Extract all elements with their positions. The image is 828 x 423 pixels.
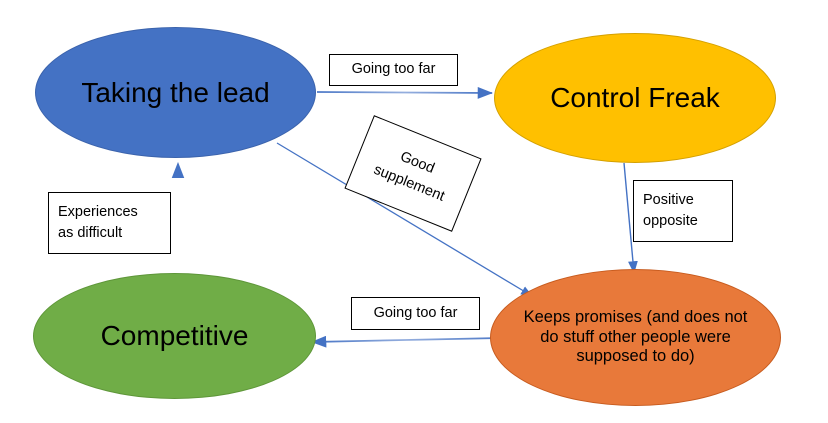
- node-control-freak[interactable]: Control Freak: [494, 33, 776, 163]
- node-taking-the-lead-label: Taking the lead: [81, 76, 270, 108]
- edge-label-going-too-far-bottom-text: Going too far: [373, 304, 458, 321]
- edge-label-experiences-as-difficult[interactable]: Experiences as difficult: [48, 192, 171, 254]
- edge-taking-the-lead-to-control-freak: [316, 86, 494, 99]
- edge-label-going-too-far-bottom[interactable]: Going too far: [351, 297, 480, 330]
- node-control-freak-label: Control Freak: [550, 82, 720, 114]
- edge-label-positive-opposite[interactable]: Positive opposite: [633, 180, 733, 242]
- edge-label-good-supplement-text: Good supplement: [371, 149, 448, 205]
- edge-label-going-too-far-top-text: Going too far: [351, 61, 436, 78]
- edge-label-going-too-far-top[interactable]: Going too far: [329, 54, 458, 86]
- node-competitive-label: Competitive: [100, 320, 249, 352]
- node-taking-the-lead[interactable]: Taking the lead: [35, 27, 316, 158]
- node-keeps-promises-label: Keeps promises (and does not do stuff ot…: [523, 308, 748, 366]
- edge-keeps-promises-to-competitive: [310, 335, 501, 348]
- node-keeps-promises[interactable]: Keeps promises (and does not do stuff ot…: [490, 269, 781, 406]
- edge-label-good-supplement[interactable]: Good supplement: [344, 115, 482, 232]
- edge-label-experiences-as-difficult-text: Experiences as difficult: [58, 203, 138, 241]
- node-competitive[interactable]: Competitive: [33, 273, 316, 399]
- edge-label-positive-opposite-text: Positive opposite: [643, 191, 698, 229]
